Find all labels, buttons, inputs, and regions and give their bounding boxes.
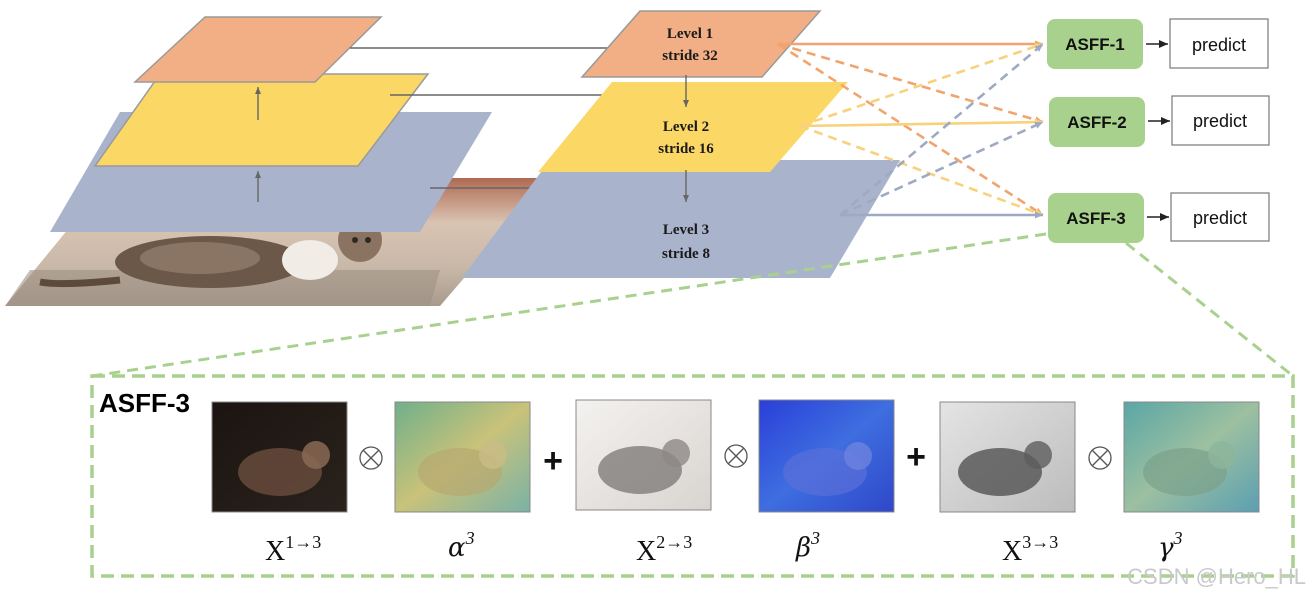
detail-title: ASFF-3 xyxy=(99,388,190,418)
predict-box-1: predict xyxy=(1169,18,1269,69)
level3-plane xyxy=(462,160,900,278)
predict-label: predict xyxy=(1193,111,1247,131)
asff-2-block: ASFF-2 xyxy=(1049,97,1145,147)
label-x3to3: X3→3 xyxy=(1002,532,1058,567)
label-gamma: γ3 xyxy=(1158,528,1183,563)
predict-box-2: predict xyxy=(1171,95,1270,146)
multiply-operator xyxy=(1088,446,1112,470)
left-plane-orange xyxy=(133,16,383,83)
asff3-detail-box xyxy=(90,374,1295,578)
predict-box-3: predict xyxy=(1170,192,1270,242)
weight-thumb-beta xyxy=(758,399,895,513)
feature-thumb-x1 xyxy=(211,401,348,513)
label-x1to3: X1→3 xyxy=(265,532,321,567)
predict-label: predict xyxy=(1193,208,1247,228)
feature-thumb-x2 xyxy=(575,399,712,511)
plus-operator: + xyxy=(906,438,926,476)
label-beta: β3 xyxy=(795,528,820,563)
feature-thumb-x3 xyxy=(939,401,1076,513)
level2-plane xyxy=(538,82,848,172)
asff-3-label: ASFF-3 xyxy=(1066,209,1126,228)
asff-1-label: ASFF-1 xyxy=(1065,35,1125,54)
left-plane-yellow xyxy=(93,73,430,167)
callout-line-right xyxy=(1125,241,1294,378)
plus-operator: + xyxy=(543,442,563,480)
fusion-connections xyxy=(777,40,1044,219)
label-x2to3: X2→3 xyxy=(636,532,692,567)
multiply-operator xyxy=(724,444,748,468)
level3-stride: stride 8 xyxy=(662,246,710,262)
asff-3-block: ASFF-3 xyxy=(1048,193,1144,243)
multiply-operator xyxy=(359,446,383,470)
weight-thumb-alpha xyxy=(394,401,531,513)
level2-stride: stride 16 xyxy=(658,141,714,157)
predict-label: predict xyxy=(1192,35,1246,55)
asff-2-label: ASFF-2 xyxy=(1067,113,1127,132)
weight-thumb-gamma xyxy=(1123,401,1260,513)
credit-watermark: CSDN @Hero_HL xyxy=(1127,564,1306,589)
asff-1-block: ASFF-1 xyxy=(1047,19,1143,69)
label-alpha: α3 xyxy=(448,528,475,563)
level3-name: Level 3 xyxy=(663,222,709,238)
level2-name: Level 2 xyxy=(663,119,709,135)
level1-plane xyxy=(580,10,822,78)
level1-name: Level 1 xyxy=(667,26,713,42)
level1-stride: stride 32 xyxy=(662,48,717,64)
